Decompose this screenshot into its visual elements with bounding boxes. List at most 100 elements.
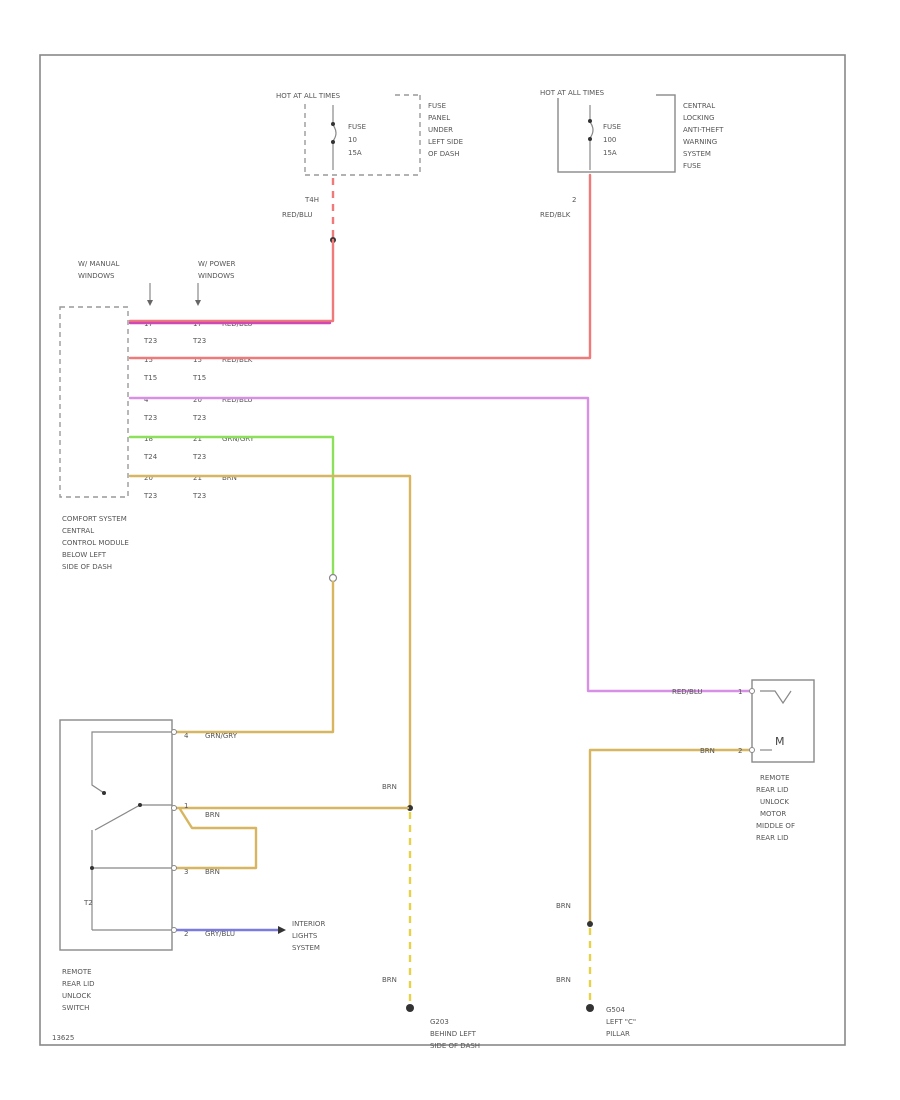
interior-arrow-icon: [278, 926, 286, 934]
antitheft-fuse-number: 100: [603, 136, 616, 144]
splice-brn-left: [407, 805, 413, 811]
module-row-1-conn-b: T15: [192, 374, 206, 382]
motor-pin-1: 1: [738, 688, 742, 696]
splice-brn-right: [587, 921, 593, 927]
motor-label-4: MIDDLE OF: [756, 822, 795, 830]
interior-label-1: LIGHTS: [292, 932, 318, 940]
fuse-panel-fuse-number: 10: [348, 136, 357, 144]
module-label-0: COMFORT SYSTEM: [62, 515, 127, 523]
antitheft-location-5: FUSE: [683, 162, 701, 170]
window-notes: W/ MANUAL WINDOWS W/ POWER WINDOWS: [78, 260, 236, 306]
antitheft-terminal: 2: [572, 196, 576, 204]
ground-left-icon: [406, 1004, 414, 1012]
module-row-2-pin-a: 4: [144, 396, 149, 404]
module-row-3-pin-b: 21: [193, 435, 202, 443]
antitheft-location-2: ANTI-THEFT: [683, 126, 724, 134]
ground-right-icon: [586, 1004, 594, 1012]
module-row-0-conn-b: T23: [192, 337, 206, 345]
wire-brn-switch-3: [173, 807, 258, 870]
ground-left-label-2: SIDE OF DASH: [430, 1042, 480, 1050]
antitheft-location-0: CENTRAL: [683, 102, 715, 110]
module-row-1-pin-b: 15: [193, 356, 202, 364]
module-row-0-conn-a: T23: [143, 337, 157, 345]
motor-label-2: UNLOCK: [760, 798, 789, 806]
wire-connector-ring: [328, 573, 338, 583]
module-row-3-conn-b: T23: [192, 453, 206, 461]
wire-red-blu-violet: [128, 396, 752, 693]
module-row-4-pin-b: 21: [193, 474, 202, 482]
switch-label-2: UNLOCK: [62, 992, 91, 1000]
antitheft-fuse: HOT AT ALL TIMES FUSE 100 15A CENTRAL LO…: [536, 88, 724, 219]
module-row-2-conn-b: T23: [192, 414, 206, 422]
fuse-panel-wire-label: RED/BLU: [282, 211, 313, 219]
fuse-panel-terminal: T4H: [304, 196, 319, 204]
module-row-4-wire: BRN: [222, 474, 237, 482]
module-label-1: CENTRAL: [62, 527, 94, 535]
fuse-panel-hot-label: HOT AT ALL TIMES: [276, 92, 341, 100]
ground-right-label-2: PILLAR: [606, 1030, 630, 1038]
module-row-4-conn-a: T23: [143, 492, 157, 500]
wire-grn-gry: [128, 435, 335, 577]
antitheft-location-4: SYSTEM: [683, 150, 711, 158]
module-row-2-conn-a: T23: [143, 414, 157, 422]
module-row-1-pin-a: 15: [144, 356, 153, 364]
module-row-3-conn-a: T24: [143, 453, 158, 461]
ground-right-wire-bottom: BRN: [556, 976, 571, 984]
module-label-2: CONTROL MODULE: [62, 539, 129, 547]
motor-pin-2: 2: [738, 747, 742, 755]
motor-wire-1: RED/BLU: [672, 688, 703, 696]
ground-right-label-0: G504: [606, 1006, 625, 1014]
module-row-1-wire: RED/BLK: [222, 356, 253, 364]
module-label-3: BELOW LEFT: [62, 551, 107, 559]
interior-label-0: INTERIOR: [292, 920, 325, 928]
note-power-1: WINDOWS: [198, 272, 235, 280]
fuse-panel-location-1: PANEL: [428, 114, 450, 122]
motor-symbol-icon: M: [775, 735, 785, 748]
module-row-3-pin-a: 18: [144, 435, 153, 443]
module-row-2-wire: RED/BLU: [222, 396, 253, 404]
ground-left-label-1: BEHIND LEFT: [430, 1030, 477, 1038]
switch-pin-3: 3: [184, 868, 188, 876]
antitheft-fuse-label: FUSE: [603, 123, 621, 131]
fuse-panel-location-4: OF DASH: [428, 150, 460, 158]
switch-label-3: SWITCH: [62, 1004, 89, 1012]
ground-left-wire-bottom: BRN: [382, 976, 397, 984]
interior-label-2: SYSTEM: [292, 944, 320, 952]
footer-code: 13625: [52, 1034, 74, 1042]
switch-wire-3: BRN: [205, 868, 220, 876]
motor-label-1: REAR LID: [756, 786, 789, 794]
module-row-4-conn-b: T23: [192, 492, 206, 500]
antitheft-location-3: WARNING: [683, 138, 717, 146]
fuse-panel-location-0: FUSE: [428, 102, 446, 110]
motor-label-3: MOTOR: [760, 810, 786, 818]
motor-label-5: REAR LID: [756, 834, 789, 842]
switch-wire-2: GRY/BLU: [205, 930, 235, 938]
antitheft-hot-label: HOT AT ALL TIMES: [540, 89, 605, 97]
motor-label-0: REMOTE: [760, 774, 790, 782]
module-row-1-conn-a: T15: [143, 374, 157, 382]
module-label-4: SIDE OF DASH: [62, 563, 112, 571]
switch-pin-1: 1: [184, 802, 188, 810]
note-manual-1: WINDOWS: [78, 272, 115, 280]
module-row-3-wire: GRN/GRY: [222, 435, 255, 443]
motor-wire-2: BRN: [700, 747, 715, 755]
antitheft-fuse-amps: 15A: [603, 149, 617, 157]
antitheft-location-1: LOCKING: [683, 114, 714, 122]
rear-lid-switch: T2 4 GRN/GRY 1 BRN 3 BRN 2 GRY/BLU REMOT…: [59, 719, 238, 1012]
note-power-0: W/ POWER: [198, 260, 236, 268]
ground-right: BRN BRN G504 LEFT "C" PILLAR: [556, 902, 636, 1038]
rear-lid-motor: M RED/BLU 1 BRN 2 REMOTE REAR LID UNLOCK…: [672, 679, 815, 842]
wire-brn-motor: [588, 748, 752, 926]
diagram-frame: [39, 54, 846, 1046]
ground-left-label-0: G203: [430, 1018, 449, 1026]
module-row-4-pin-a: 20: [144, 474, 153, 482]
ground-right-wire-top: BRN: [556, 902, 571, 910]
switch-wire-1: BRN: [205, 811, 220, 819]
note-manual-0: W/ MANUAL: [78, 260, 119, 268]
fuse-panel: HOT AT ALL TIMES FUSE 10 15A FUSE PANEL …: [270, 90, 463, 219]
wire-red-blk: [128, 173, 592, 360]
fuse-panel-fuse-amps: 15A: [348, 149, 362, 157]
ground-left: BRN BRN G203 BEHIND LEFT SIDE OF DASH: [382, 783, 480, 1050]
switch-internal-label: T2: [83, 899, 93, 907]
